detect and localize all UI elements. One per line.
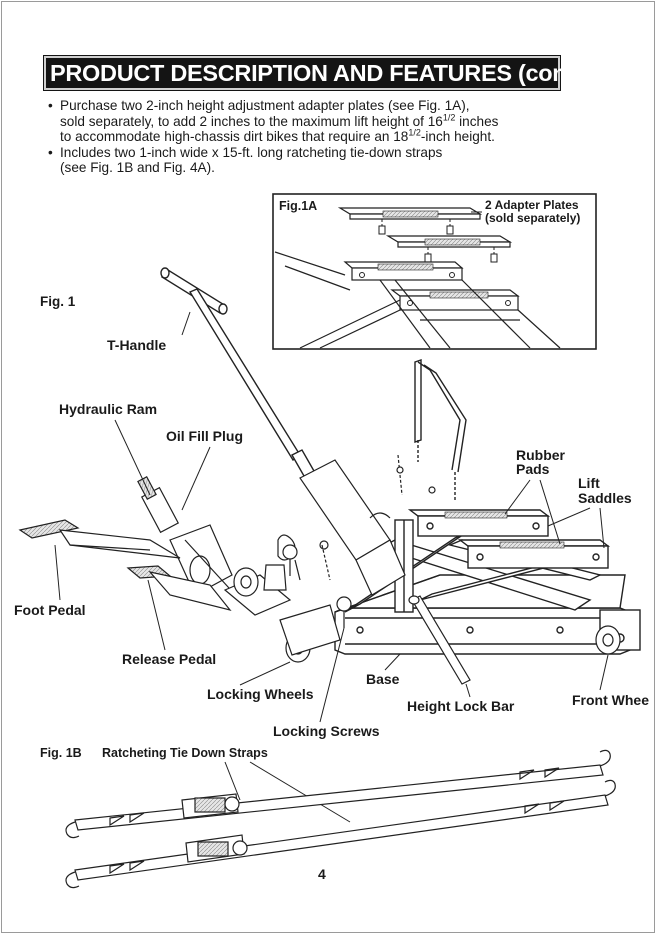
front-wheel-label: Front Whee [572, 692, 649, 708]
locking-wheels-leader [239, 661, 291, 686]
bullet-tie-down-straps: Includes two 1-inch wide x 15-ft. long r… [48, 145, 588, 176]
locking-wheels [233, 564, 341, 663]
height-lock-bar-leader [465, 683, 471, 698]
locking-screws [282, 544, 352, 628]
fig-1b-title: Fig. 1B [40, 746, 82, 760]
fig-1a-inset: Fig.1A 2 Adapter Plates (sold separately… [272, 193, 597, 350]
bullet-text: inches [455, 113, 499, 129]
height-lock-bar-label: Height Lock Bar [407, 698, 515, 714]
fig-1a-title: Fig.1A [279, 199, 317, 213]
inset-scissor-arms [274, 251, 561, 349]
tie-down-strap-1 [65, 749, 611, 839]
fig-1b-caption: Ratcheting Tie Down Straps [102, 746, 268, 760]
page-number: 4 [318, 866, 326, 882]
hydraulic-ram-label: Hydraulic Ram [59, 401, 157, 417]
handle-extension [414, 359, 467, 500]
locking-screws-label: Locking Screws [273, 723, 380, 739]
lift-saddles-label-2: Saddles [578, 490, 632, 506]
locking-wheels-label: Locking Wheels [207, 686, 314, 702]
rubber-pads-label-2: Pads [516, 461, 550, 477]
front-wheel-leader [599, 654, 609, 691]
bullet-line: to accommodate high-chassis dirt bikes t… [60, 127, 588, 145]
t-handle-label: T-Handle [107, 337, 166, 353]
release-pedal [126, 565, 232, 612]
rubber-pads-label-1: Rubber [516, 447, 566, 463]
bullet-line: (see Fig. 1B and Fig. 4A). [60, 160, 215, 176]
release-pedal-label: Release Pedal [122, 651, 216, 667]
hydraulic-ram-assembly [137, 459, 406, 616]
lift-saddles-label-1: Lift [578, 475, 600, 491]
bullet-text: to accommodate high-chassis dirt bikes t… [60, 129, 409, 145]
locking-screws-leader [319, 627, 345, 723]
lock-pin [369, 454, 436, 519]
hydraulic-ram-leader [114, 419, 151, 496]
oil-fill-plug-label: Oil Fill Plug [166, 428, 243, 444]
foot-pedal [18, 519, 181, 559]
section-header-bar [44, 56, 560, 90]
bullet-text: -inch height. [420, 129, 495, 145]
fig-1b-leader-2 [249, 761, 351, 823]
fig-1-lift-drawing [18, 267, 641, 685]
tie-down-strap-2 [65, 779, 616, 889]
fraction: 1/2 [408, 127, 421, 138]
fig-1b-leader-1 [224, 761, 241, 801]
lift-saddles-leader-2 [599, 507, 605, 549]
adapter-plates-sold-separately: (sold separately) [485, 211, 580, 225]
foot-pedal-label: Foot Pedal [14, 602, 86, 618]
base-leader [384, 653, 401, 671]
adapter-plates-label: 2 Adapter Plates [485, 198, 579, 212]
rubber-pads-leader-1 [504, 479, 531, 515]
section-title: PRODUCT DESCRIPTION AND FEATURES (cont.) [50, 60, 588, 86]
rubber-pads-leader-2 [539, 479, 561, 545]
adapter-plate-bottom [385, 235, 513, 263]
bullet-line: Includes two 1-inch wide x 15-ft. long r… [60, 144, 443, 160]
oil-fill-plug-leader [181, 446, 211, 511]
lift-saddles-leader-1 [547, 507, 591, 527]
fig-1-title: Fig. 1 [40, 294, 76, 309]
inset-saddle-rear [343, 261, 464, 281]
bullet-text: sold separately, to add 2 inches to the … [60, 113, 443, 129]
feature-bullets: Purchase two 2-inch height adjustment ad… [48, 98, 588, 176]
bullet-line: Purchase two 2-inch height adjustment ad… [60, 98, 470, 113]
adapter-plate-top [337, 207, 483, 235]
bullet-line: sold separately, to add 2 inches to the … [60, 112, 588, 130]
release-pedal-leader [147, 579, 166, 651]
height-lock-bar [408, 595, 471, 685]
bullet-adapter-plates: Purchase two 2-inch height adjustment ad… [48, 98, 588, 145]
front-wheel [595, 625, 621, 655]
fraction: 1/2 [442, 112, 456, 123]
t-handle-leader [181, 311, 191, 336]
foot-pedal-leader [54, 544, 61, 601]
base-label: Base [366, 671, 400, 687]
